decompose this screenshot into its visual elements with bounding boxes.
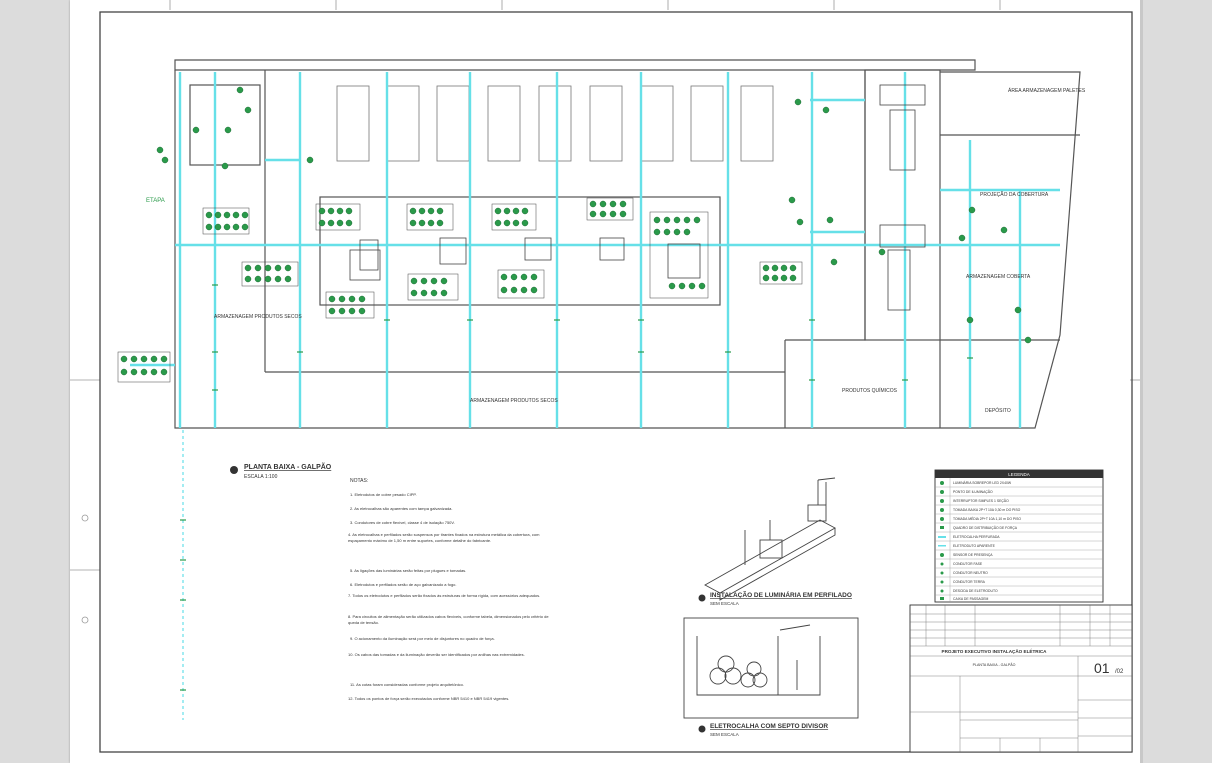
legend-item-7: ELETROCALHA PERFURADA bbox=[953, 535, 1000, 539]
note-4: 4. As eletrocalhas e perfilados serão su… bbox=[348, 532, 540, 543]
detail-luminaria-title: INSTALAÇÃO DE LUMINÁRIA EM PERFILADO bbox=[710, 590, 852, 599]
note-2: 2. As eletrocalhas são aparentes com tam… bbox=[350, 506, 453, 511]
note-10: 10. Os cabos das tomadas e da iluminação… bbox=[348, 652, 525, 657]
note-12: 12. Todos os pontos de força serão execu… bbox=[348, 696, 510, 701]
circuit-drops bbox=[180, 284, 973, 691]
legend-item-13: DESCIDA DE ELETRODUTO bbox=[953, 589, 998, 593]
note-7: 7. Todos os eletrodutos e perfilados ser… bbox=[348, 593, 541, 598]
area-label-right-storage: ARMAZENAGEM COBERTA bbox=[966, 274, 1031, 280]
detail-eletrocalha-title: ELETROCALHA COM SEPTO DIVISOR bbox=[710, 723, 828, 730]
vertical-scrollbar[interactable] bbox=[1140, 0, 1143, 763]
legend-item-9: SENSOR DE PRESENÇA bbox=[953, 553, 993, 557]
note-1: 1. Eletrodutos de cobre pesado CIPP. bbox=[350, 492, 417, 497]
title-block-subtitle: PLANTA BAIXA - GALPÃO bbox=[973, 662, 1016, 667]
drawing-border bbox=[99, 11, 1133, 753]
plan-scale: ESCALA 1:100 bbox=[244, 474, 278, 480]
area-label-right-top: PROJEÇÃO DA COBERTURA bbox=[980, 191, 1049, 198]
note-6: 6. Eletrodutos e perfilados serão de aço… bbox=[350, 582, 457, 587]
area-label-bottom-storage: ARMAZENAGEM PRODUTOS SECOS bbox=[470, 398, 558, 404]
area-label-left-mark: ETAPA bbox=[146, 198, 165, 204]
plan-title-marker bbox=[230, 466, 238, 474]
legend-item-5: TOMADA MÉDIA 2P+T 10A 1,10 m DO PISO bbox=[953, 516, 1021, 521]
legend-item-2: PONTO DE ILUMINAÇÃO bbox=[953, 489, 993, 494]
legend-item-10: CONDUTOR FASE bbox=[953, 562, 983, 566]
detail-eletrocalha-scale: SEM ESCALA bbox=[710, 732, 739, 737]
detail-eletrocalha-marker bbox=[698, 725, 706, 733]
legend-table: LEGENDA LUMINÁRIA SOBREPOR LED 2X40W PON… bbox=[934, 469, 1104, 603]
plan-title-block: PLANTA BAIXA - GALPÃO ESCALA 1:100 bbox=[230, 462, 332, 480]
legend-item-8: ELETRODUTO APARENTE bbox=[953, 544, 996, 548]
detail-luminaria-marker bbox=[698, 594, 706, 602]
legend-item-4: TOMADA BAIXA 2P+T 10A 0,30 m DO PISO bbox=[953, 508, 1021, 512]
pallet-racks bbox=[336, 85, 774, 162]
note-7-wrapper: 7. Todos os eletrodutos e perfilados ser… bbox=[348, 593, 541, 598]
legend-item-14: CAIXA DE PASSAGEM bbox=[953, 597, 989, 601]
note-10-wrapper: 10. Os cabos das tomadas e da iluminação… bbox=[348, 652, 525, 657]
notes-section: NOTAS: 1. Eletrodutos de cobre pesado CI… bbox=[348, 478, 549, 701]
device-symbols bbox=[117, 86, 1032, 383]
note-3: 3. Condutores de cobre flexível, classe … bbox=[350, 520, 455, 525]
area-label-products: PRODUTOS QUÍMICOS bbox=[842, 387, 898, 394]
plan-title: PLANTA BAIXA - GALPÃO bbox=[244, 462, 332, 471]
title-block-sheet-total: /02 bbox=[1115, 669, 1124, 675]
legend-item-1: LUMINÁRIA SOBREPOR LED 2X40W bbox=[953, 481, 1012, 485]
area-label-left-storage: ARMAZENAGEM PRODUTOS SECOS bbox=[214, 314, 302, 320]
title-block-project: PROJETO EXECUTIVO INSTALAÇÃO ELÉTRICA bbox=[942, 647, 1048, 654]
note-11: 11. As cotas foram consideradas conforme… bbox=[350, 682, 464, 687]
note-9: 9. O acionamento da iluminação será por … bbox=[350, 636, 495, 641]
legend-title: LEGENDA bbox=[1008, 472, 1030, 477]
note-5: 5. As ligações das luminárias serão feit… bbox=[350, 568, 466, 573]
legend-item-6: QUADRO DE DISTRIBUIÇÃO DE FORÇA bbox=[953, 525, 1018, 530]
area-label-top-right: ÁREA ARMAZENAGEM PALETES bbox=[1008, 87, 1086, 94]
legend-item-11: CONDUTOR NEUTRO bbox=[953, 571, 988, 575]
note-4-wrapper: 4. As eletrocalhas e perfilados serão su… bbox=[348, 532, 540, 543]
detail-luminaria-scale: SEM ESCALA bbox=[710, 601, 739, 606]
title-block: PROJETO EXECUTIVO INSTALAÇÃO ELÉTRICA PL… bbox=[909, 604, 1133, 753]
detail-eletrocalha-drawing bbox=[683, 617, 859, 719]
legend-item-3: INTERRUPTOR SIMPLES 1 SEÇÃO bbox=[953, 498, 1009, 503]
equipment-blocks bbox=[349, 84, 926, 311]
note-12-wrapper: 12. Todos os pontos de força serão execu… bbox=[348, 696, 510, 701]
lighting-circuits bbox=[130, 72, 1060, 720]
detail-luminaria-drawing bbox=[704, 477, 836, 601]
area-label-corner: DEPÓSITO bbox=[985, 407, 1011, 414]
note-8: 8. Para circuitos de alimentação serão u… bbox=[348, 614, 549, 625]
notes-title: NOTAS: bbox=[350, 478, 368, 484]
note-8-wrapper: 8. Para circuitos de alimentação serão u… bbox=[348, 614, 549, 625]
legend-header-bar bbox=[935, 470, 1103, 478]
legend-item-12: CONDUTOR TERRA bbox=[953, 580, 986, 584]
title-block-sheet-number: 01 bbox=[1094, 660, 1110, 676]
